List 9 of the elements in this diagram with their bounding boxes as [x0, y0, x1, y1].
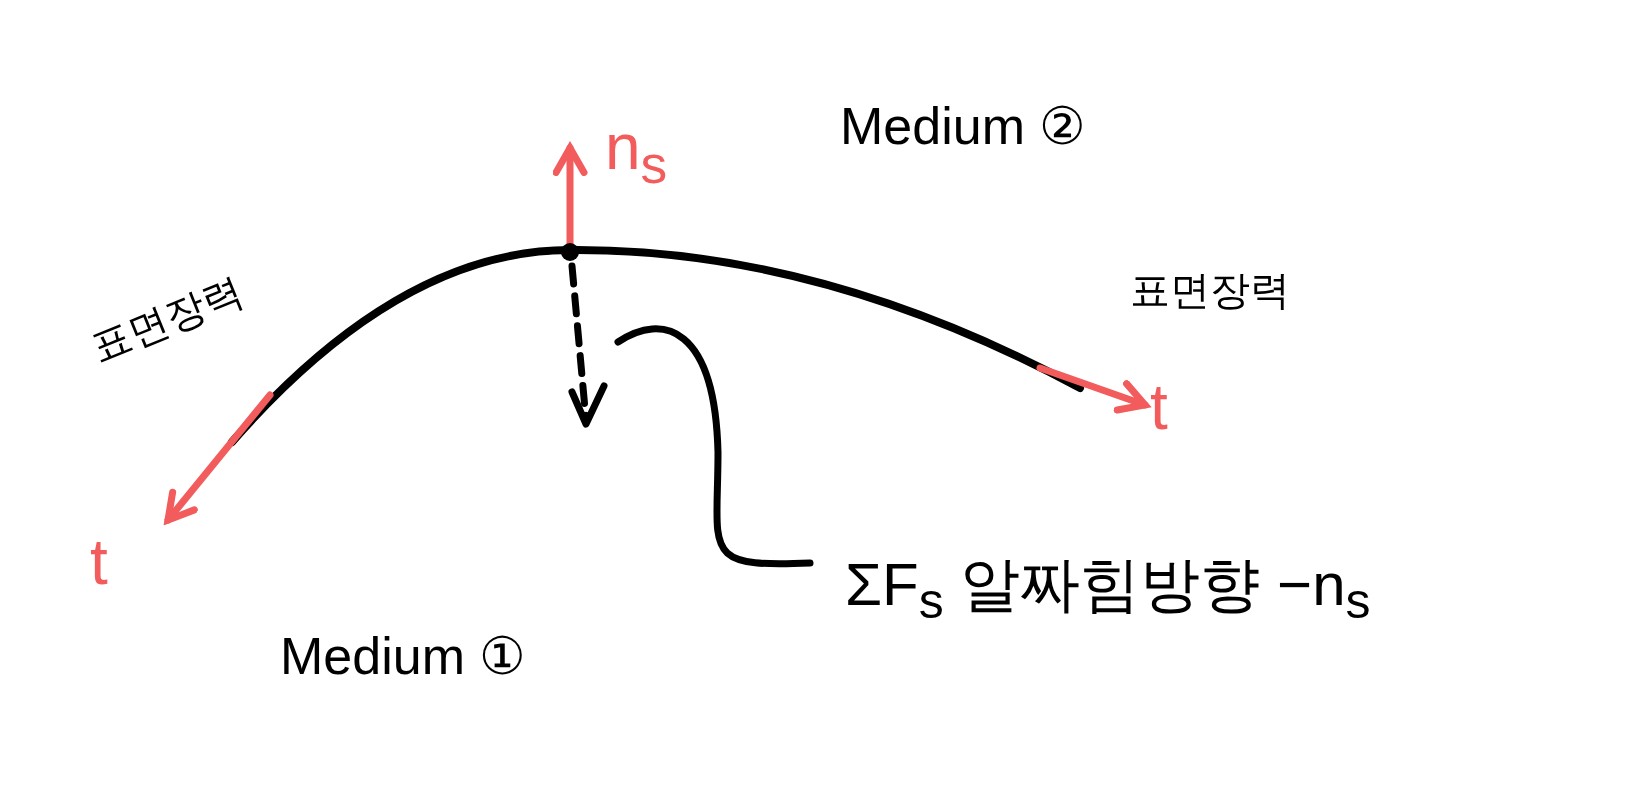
- vector-label: t: [1150, 375, 1168, 439]
- region-label: Medium ②: [840, 100, 1087, 152]
- force-label: 표면장력: [1130, 270, 1290, 310]
- dashed-arrow: [566, 262, 610, 430]
- leader-line: [614, 325, 814, 568]
- vector-label: n$_{s}$: [605, 115, 668, 192]
- vector-label: t: [90, 530, 108, 594]
- region-label: Medium ①: [280, 630, 527, 682]
- annotation-text: ΣF$_{s}$ 알짜힘방향 −n$_{s}$: [845, 551, 1371, 618]
